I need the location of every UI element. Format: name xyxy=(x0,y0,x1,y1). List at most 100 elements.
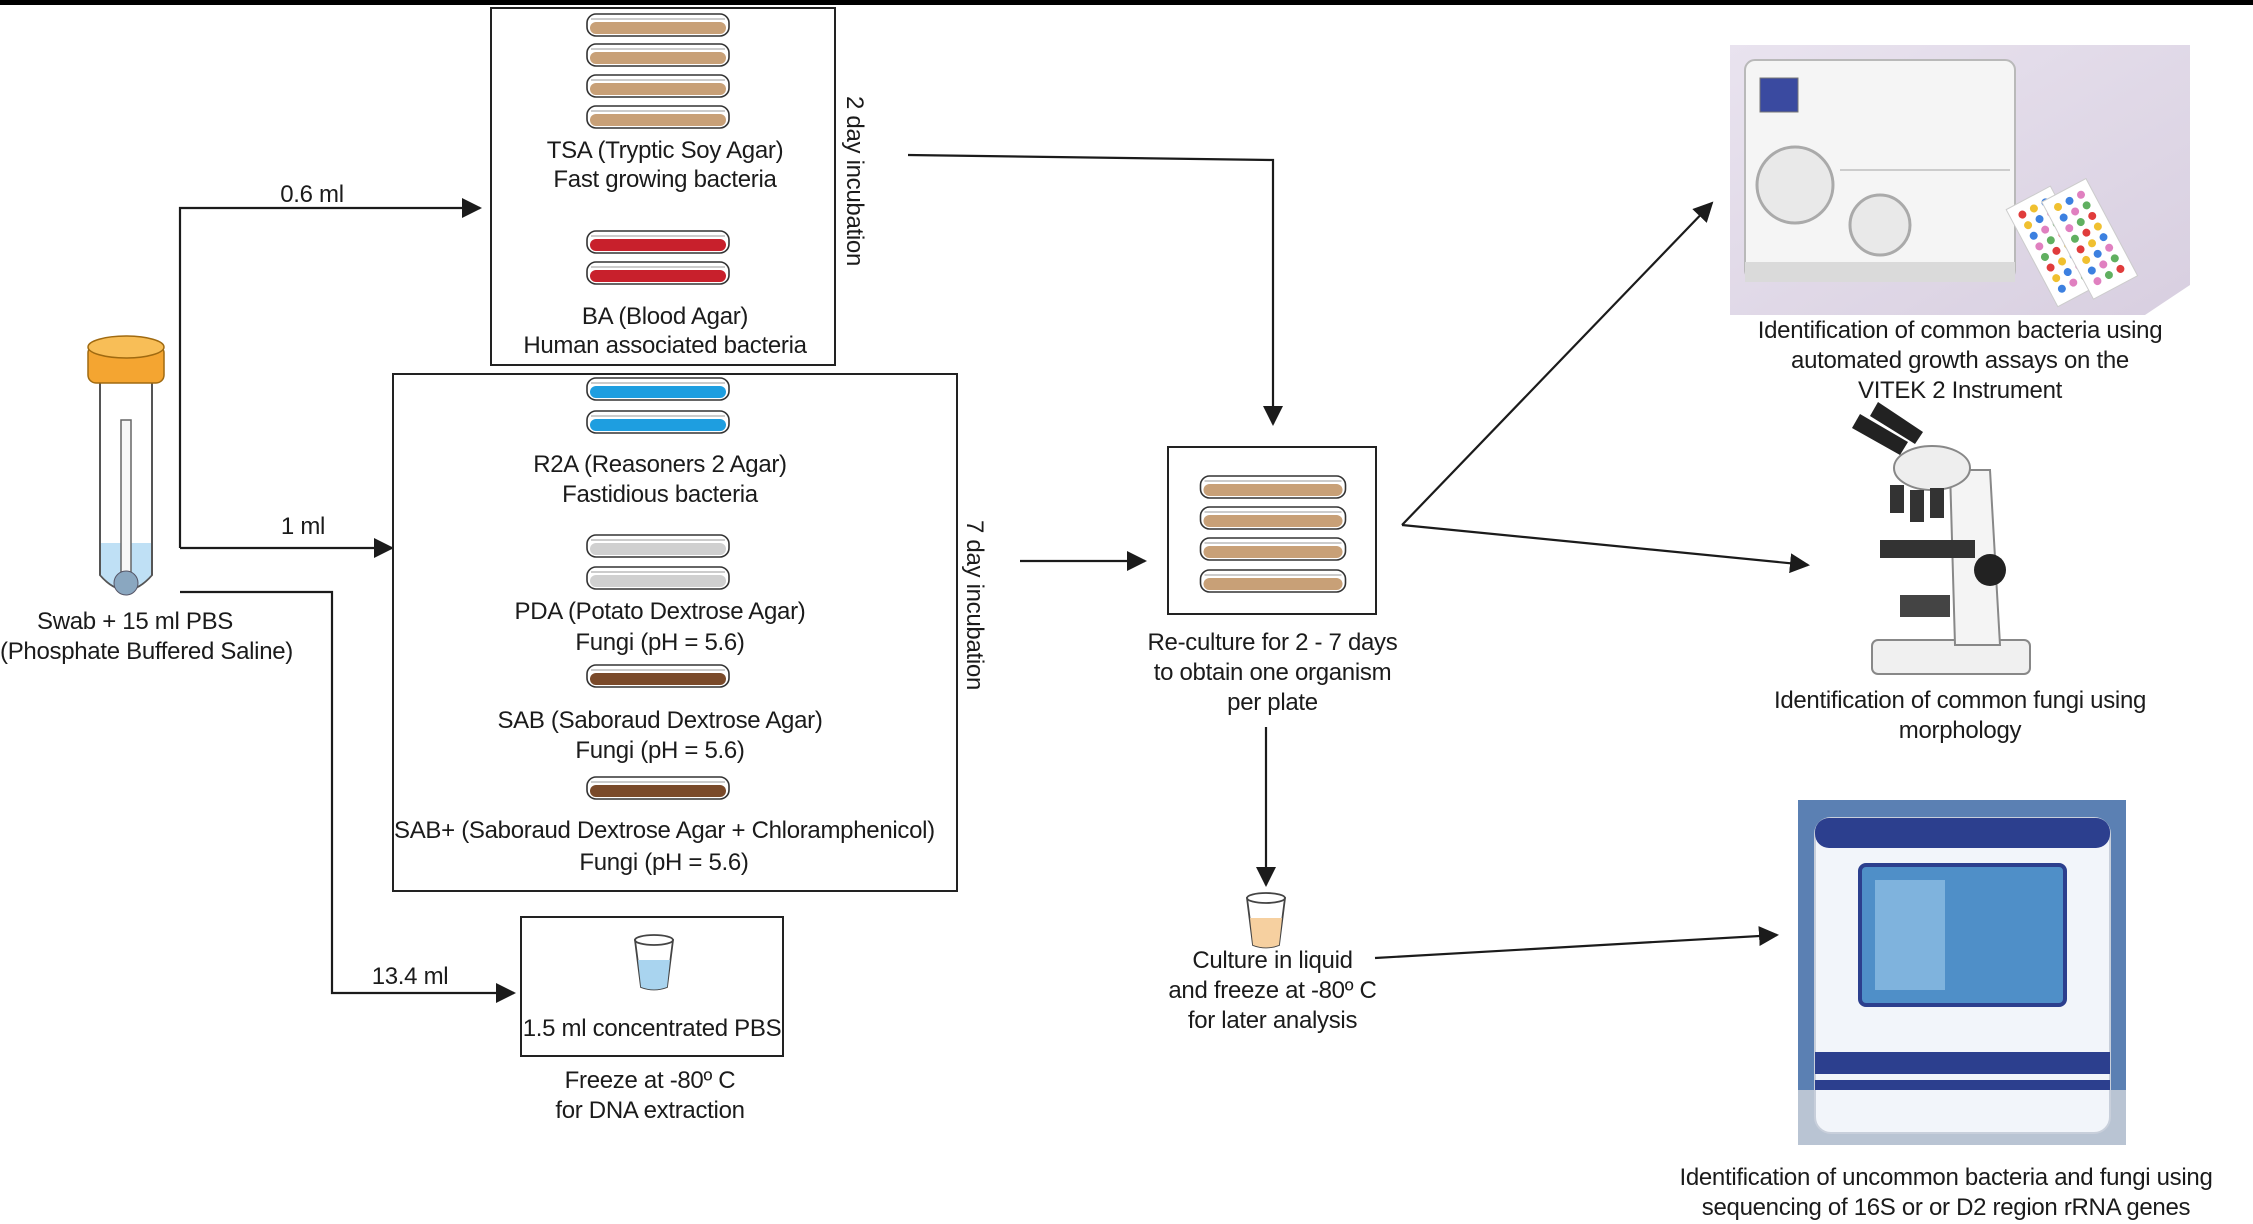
objective-3 xyxy=(1930,488,1944,518)
volume-label-0-6ml: 0.6 ml xyxy=(280,181,344,208)
swab-stick xyxy=(120,419,132,573)
test-well xyxy=(2076,190,2085,199)
dish-agar xyxy=(590,22,726,34)
pbs-caption-line1: Freeze at -80º C xyxy=(564,1067,736,1094)
sequencer-line1: Identification of uncommon bacteria and … xyxy=(1679,1164,2213,1191)
test-well xyxy=(2018,210,2027,219)
microscope-icon xyxy=(1852,402,2031,675)
test-well xyxy=(2082,228,2091,237)
dish-agar xyxy=(590,83,726,95)
ba-plate-2 xyxy=(586,261,730,285)
test-well xyxy=(2082,255,2091,264)
sample-cup-icon xyxy=(633,934,675,991)
test-well xyxy=(2093,249,2102,258)
test-well xyxy=(2076,245,2085,254)
reculture-plate-2 xyxy=(1199,506,1347,530)
sequencer-caption: Identification of uncommon bacteria and … xyxy=(1640,1163,2252,1223)
connector-2day-to-reculture xyxy=(907,153,1283,426)
sab-name: SAB (Saboraud Dextrose Agar) xyxy=(497,707,823,734)
tsa-name: TSA (Tryptic Soy Agar) xyxy=(546,137,784,164)
pbs-caption: Freeze at -80º C for DNA extraction xyxy=(500,1066,800,1126)
box-2day xyxy=(490,7,836,366)
dish-agar xyxy=(590,239,726,251)
microscope-line1: Identification of common fungi using xyxy=(1773,687,2147,714)
test-well xyxy=(2105,243,2114,252)
pda-plate-1 xyxy=(586,534,730,558)
test-well xyxy=(2065,224,2074,233)
vitek-caption: Identification of common bacteria using … xyxy=(1700,316,2220,406)
scope-base xyxy=(1871,639,2031,675)
liquid-line2: and freeze at -80º C xyxy=(1168,977,1377,1004)
test-well xyxy=(2087,266,2096,275)
r2a-desc: Fastidious bacteria xyxy=(562,481,758,508)
r2a-name: R2A (Reasoners 2 Agar) xyxy=(533,451,787,478)
dish-agar xyxy=(590,419,726,431)
sequencer-stripe-2 xyxy=(1815,1080,2110,1090)
tube-caption-line2: (Phosphate Buffered Saline) xyxy=(0,638,293,665)
dish-agar xyxy=(590,114,726,126)
test-well xyxy=(2076,218,2085,227)
vitek-door-left xyxy=(1755,145,1835,225)
connector-to-sequencer xyxy=(1374,926,1779,960)
connector-to-pbs-box xyxy=(180,590,516,1003)
test-well xyxy=(2088,211,2097,220)
reculture-caption: Re-culture for 2 - 7 days to obtain one … xyxy=(1120,628,1425,718)
microscope-line2: morphology xyxy=(1898,717,2022,744)
test-well xyxy=(2082,201,2091,210)
culture-tube-icon xyxy=(87,335,165,596)
liquid-line1: Culture in liquid xyxy=(1192,947,1353,974)
cup-rim xyxy=(634,934,674,946)
eyepiece-1 xyxy=(1852,414,1908,455)
dish-agar xyxy=(590,785,726,797)
vitek-base xyxy=(1745,262,2015,282)
test-well xyxy=(2063,268,2072,277)
box-7day xyxy=(392,373,958,892)
dna-sequencer-icon xyxy=(1798,800,2126,1145)
reculture-plate-4 xyxy=(1199,569,1347,593)
cup-liquid xyxy=(638,960,670,990)
test-well xyxy=(2104,271,2113,280)
r2a-plate-2 xyxy=(586,410,730,434)
dish-agar xyxy=(1203,515,1343,527)
swab-tip xyxy=(113,570,139,596)
test-well xyxy=(2057,284,2066,293)
vitek-test-cards xyxy=(2005,177,2139,308)
sequencer-window-inner xyxy=(1875,880,1945,990)
dish-agar xyxy=(590,52,726,64)
test-well xyxy=(2088,239,2097,248)
tsa-plate-2 xyxy=(586,43,730,67)
test-well xyxy=(2116,264,2125,273)
vitek-screen xyxy=(1759,77,1799,113)
sab-desc: Fungi (pH = 5.6) xyxy=(575,737,745,764)
test-well xyxy=(2069,278,2078,287)
dish-agar xyxy=(590,575,726,587)
objective-2 xyxy=(1910,490,1924,522)
test-well xyxy=(2035,215,2044,224)
pbs-caption-line2: for DNA extraction xyxy=(555,1097,745,1124)
scope-lamp xyxy=(1900,595,1950,617)
reculture-plate-1 xyxy=(1199,475,1347,499)
volume-label-1ml: 1 ml xyxy=(280,513,326,540)
dish-agar xyxy=(590,543,726,555)
test-well xyxy=(2065,196,2074,205)
test-well xyxy=(2071,207,2080,216)
test-well xyxy=(2035,242,2044,251)
tube-caption-line1: Swab + 15 ml PBS xyxy=(37,608,233,635)
test-well xyxy=(2046,236,2055,245)
eyepiece-2 xyxy=(1870,402,1923,444)
test-well xyxy=(2040,252,2049,261)
dish-agar xyxy=(590,270,726,282)
ba-plate-1 xyxy=(586,230,730,254)
test-well xyxy=(2099,233,2108,242)
liquid-caption: Culture in liquid and freeze at -80º C f… xyxy=(1135,946,1410,1036)
dish-agar xyxy=(1203,578,1343,590)
test-well xyxy=(2070,234,2079,243)
connector-to-2day-box xyxy=(178,198,482,548)
test-well xyxy=(2093,222,2102,231)
tube-cap-top xyxy=(87,335,165,359)
test-well xyxy=(2110,254,2119,263)
reculture-line1: Re-culture for 2 - 7 days xyxy=(1147,629,1398,656)
scope-stage xyxy=(1880,540,1975,558)
